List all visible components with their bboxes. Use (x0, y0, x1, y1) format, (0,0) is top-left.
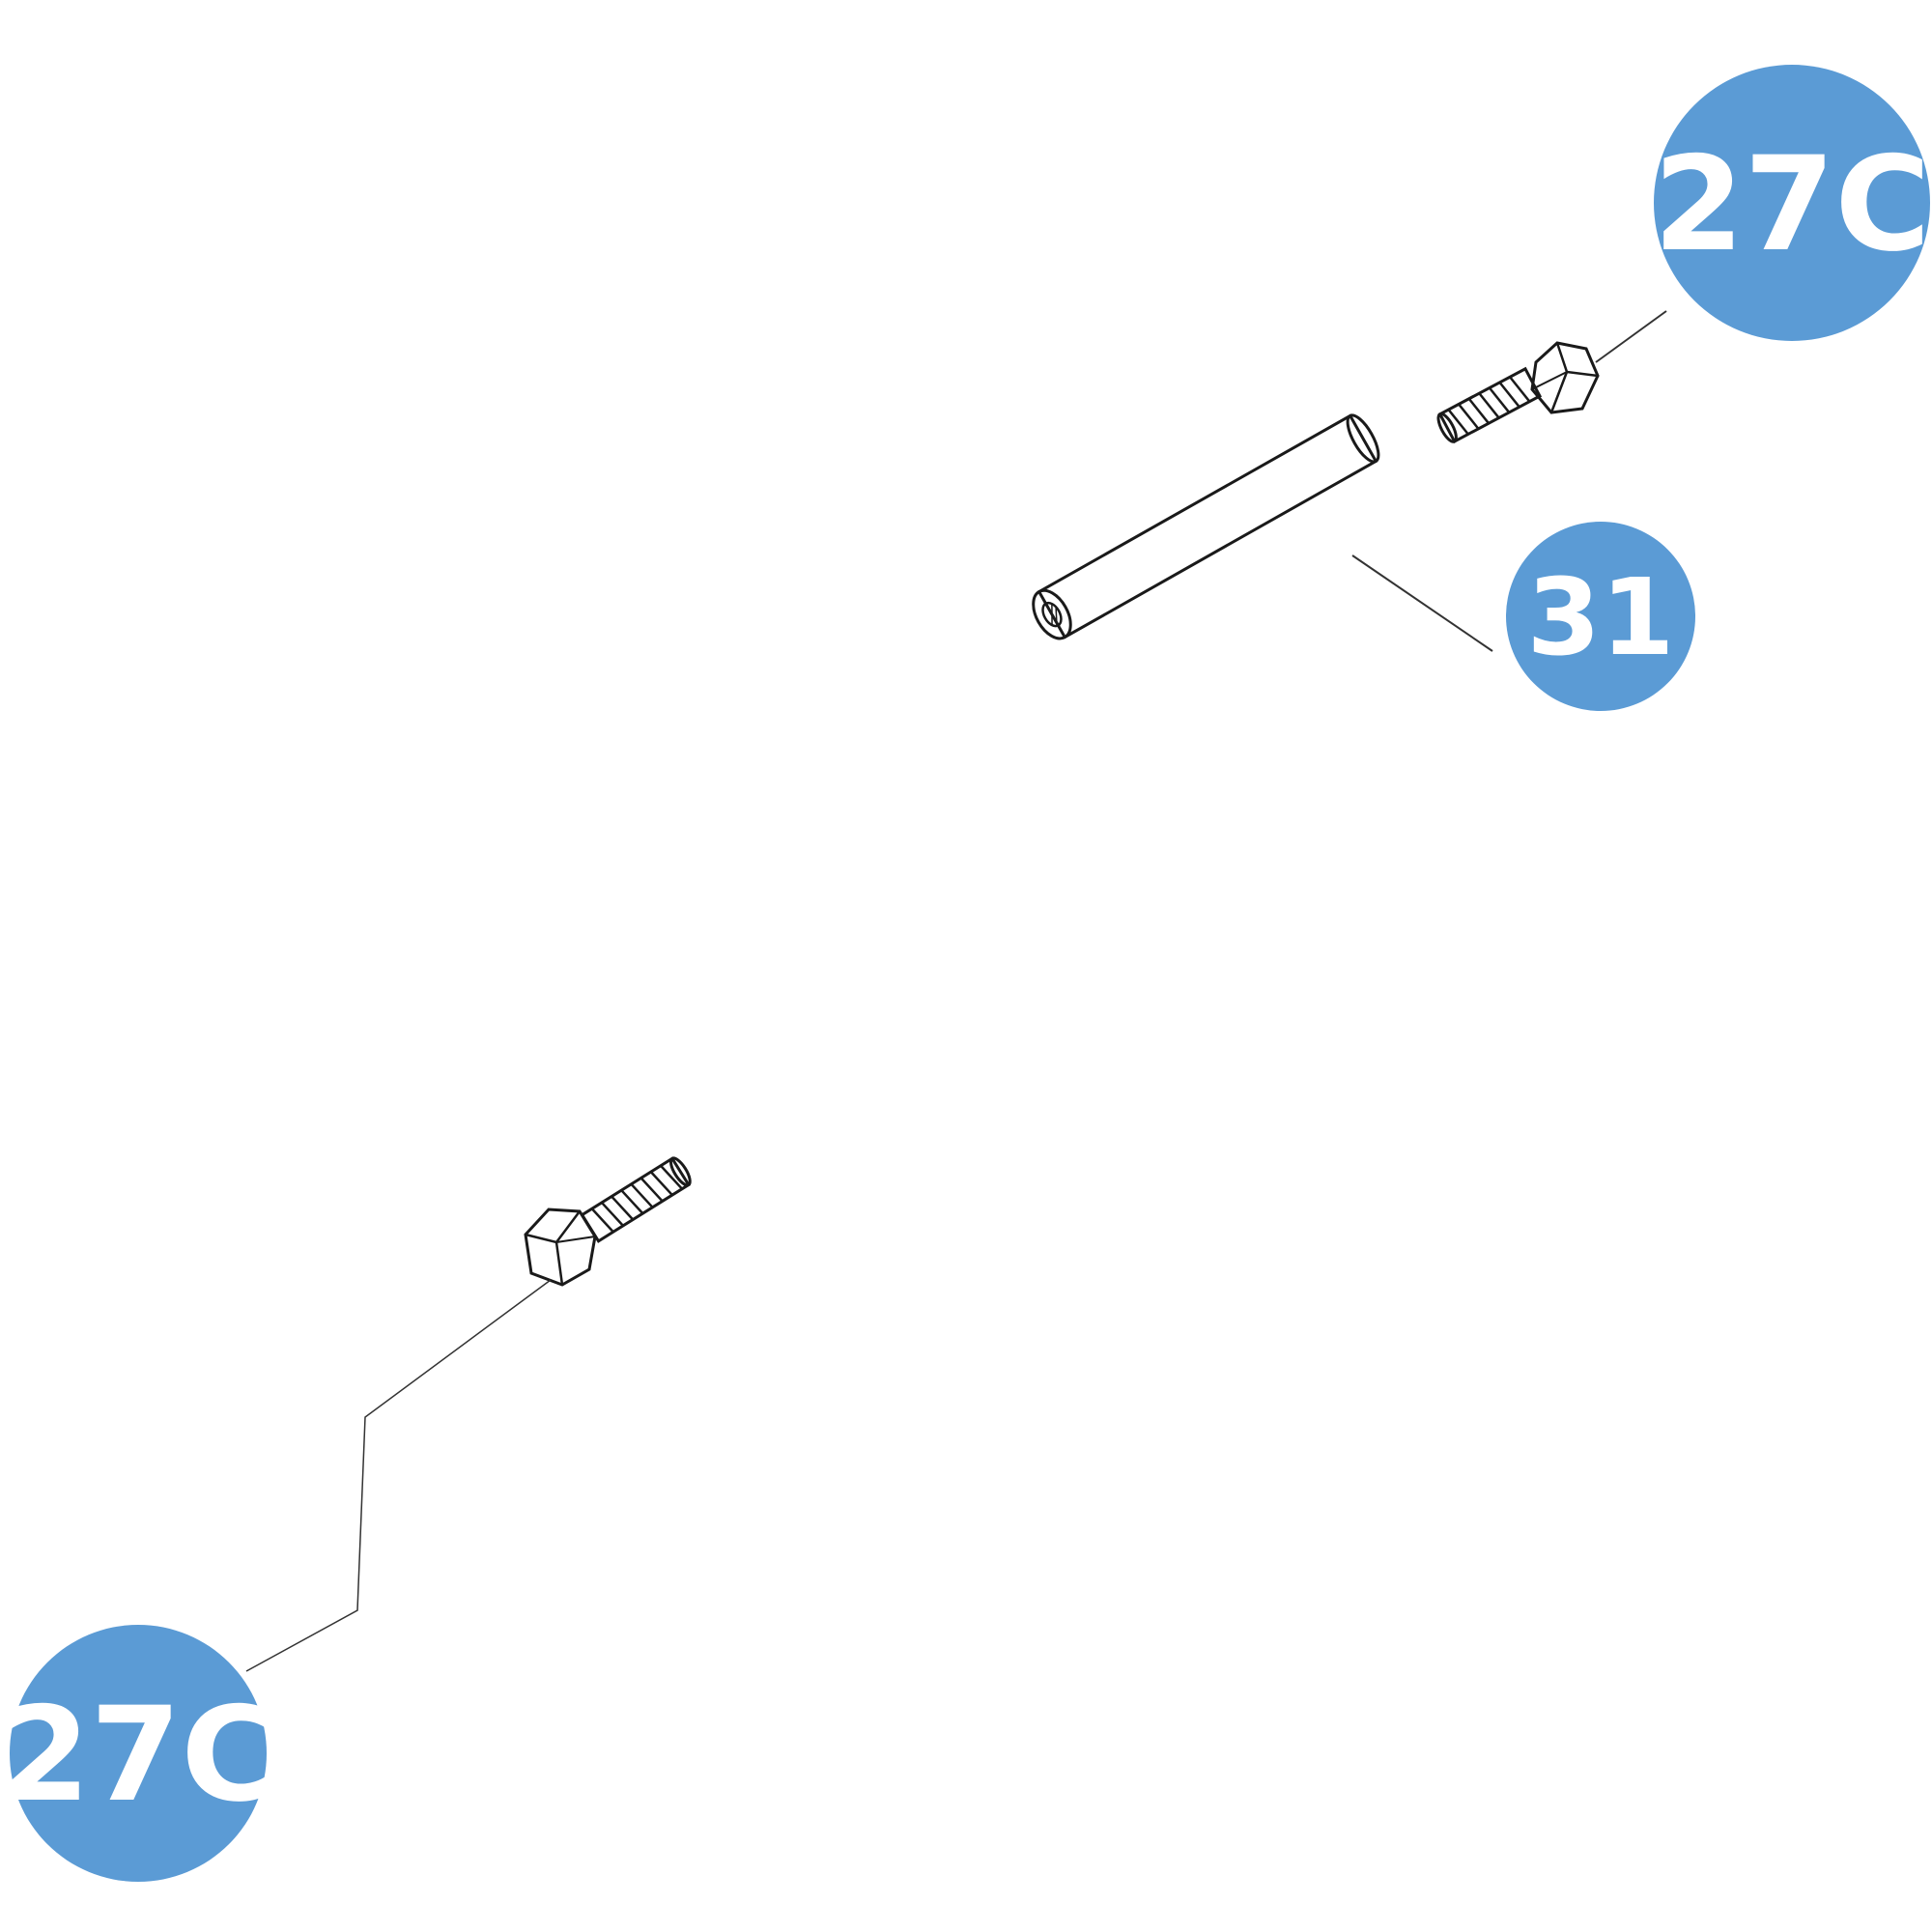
callout-label: 27C (1654, 128, 1931, 280)
leader-bottom-left (245, 1279, 552, 1672)
spacer-tube (1032, 413, 1380, 640)
callout-label: 31 (1526, 555, 1674, 679)
callout-circle (1506, 522, 1695, 711)
callout-bubble-27c-bottom-left[interactable]: 27C (0, 1625, 276, 1882)
screw-bottom-left (524, 1156, 692, 1287)
callout-bubble-27c-top-right[interactable]: 27C (1654, 65, 1931, 341)
leader-lines (245, 310, 1667, 1672)
callout-circle (1654, 65, 1930, 341)
callout-label: 27C (0, 1679, 276, 1831)
leader-part-31 (1351, 554, 1493, 652)
callout-bubble-31[interactable]: 31 (1506, 522, 1695, 711)
callout-circle (10, 1625, 267, 1882)
screw-top-right (1436, 341, 1600, 444)
leader-top-right (1595, 310, 1667, 363)
